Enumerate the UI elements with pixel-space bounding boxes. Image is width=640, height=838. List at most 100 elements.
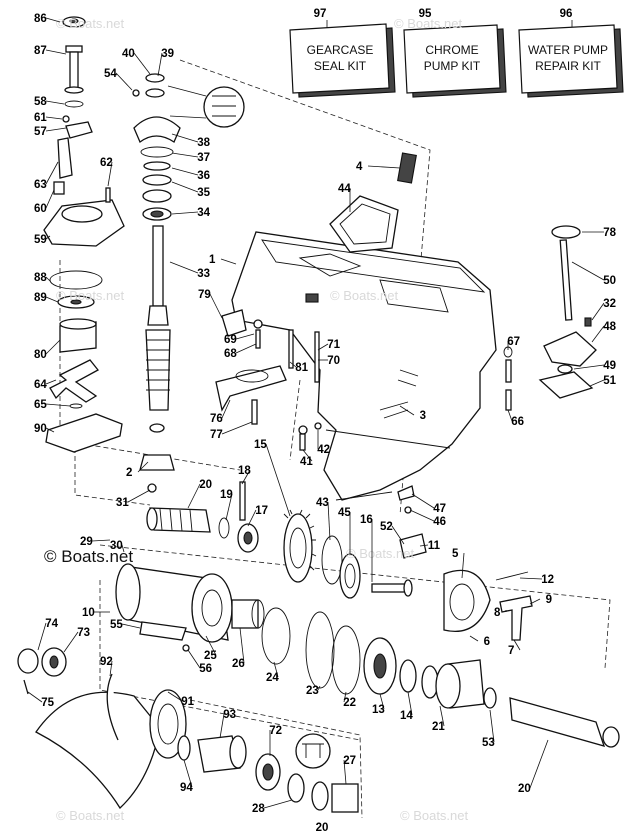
callout-40: 40 <box>122 48 135 60</box>
callout-25: 25 <box>204 650 217 662</box>
callout-leader-35 <box>171 181 199 193</box>
watermark-text: © Boats.net <box>56 288 125 303</box>
callout-26: 26 <box>232 658 245 670</box>
watermark-text: © Boats.net <box>330 288 399 303</box>
callout-8: 8 <box>494 607 501 619</box>
watermark-text: © Boats.net <box>346 546 415 561</box>
callout-1: 1 <box>209 254 216 266</box>
callout-10: 10 <box>82 607 95 619</box>
kit-number: 97 <box>314 8 327 20</box>
callout-5: 5 <box>452 548 459 560</box>
callout-leader-54 <box>115 72 133 91</box>
callout-leader-38 <box>171 133 199 143</box>
callout-leader-47 <box>411 493 435 509</box>
callout-leader-41 <box>302 449 313 462</box>
callout-leader-30 <box>121 544 125 553</box>
callout-leader-32 <box>591 302 605 321</box>
callout-leader-1 <box>220 258 237 265</box>
kit-number: 95 <box>419 8 432 20</box>
propeller-assembly <box>17 647 359 813</box>
callout-62: 62 <box>100 157 113 169</box>
callout-89: 89 <box>34 292 47 304</box>
callout-48: 48 <box>603 321 616 333</box>
callout-leader-48 <box>591 325 605 343</box>
callout-58: 58 <box>34 96 47 108</box>
callout-leader-3 <box>399 405 415 416</box>
callout-leader-94 <box>183 759 193 788</box>
callout-53: 53 <box>482 737 495 749</box>
callout-7: 7 <box>508 645 514 657</box>
callout-14: 14 <box>400 710 413 722</box>
callout-18: 18 <box>238 465 251 477</box>
callout-79: 79 <box>198 289 211 301</box>
callout-leader-73 <box>63 631 79 653</box>
callout-32: 32 <box>603 298 616 310</box>
callout-leader-4 <box>367 165 401 169</box>
callout-leader-17 <box>247 509 257 527</box>
callout-leader-87 <box>45 49 67 55</box>
callout-leader-90 <box>45 427 55 433</box>
kit-line2: REPAIR KIT <box>535 59 601 73</box>
callout-72: 72 <box>269 725 282 737</box>
callout-leader-68 <box>235 343 257 354</box>
callout-leader-11 <box>419 544 429 547</box>
callout-leader-31 <box>127 489 151 503</box>
callout-leader-74 <box>37 622 47 651</box>
callout-90: 90 <box>34 423 47 435</box>
callout-49: 49 <box>603 360 616 372</box>
callout-leader-34 <box>171 211 199 215</box>
callout-29: 29 <box>80 536 93 548</box>
callout-33: 33 <box>197 268 210 280</box>
callout-27: 27 <box>343 755 356 767</box>
callout-leader-60 <box>45 189 55 209</box>
callout-60: 60 <box>34 203 47 215</box>
callout-leader-61 <box>45 116 63 120</box>
callout-leader-49 <box>573 364 605 370</box>
callout-91: 91 <box>181 696 194 708</box>
callout-54: 54 <box>104 68 117 80</box>
callout-93: 93 <box>223 709 236 721</box>
callout-leader-86 <box>45 17 61 23</box>
callout-16: 16 <box>360 514 373 526</box>
callout-leader-29 <box>91 539 111 542</box>
callout-leader-13 <box>379 693 385 710</box>
callout-leader-79 <box>209 293 223 319</box>
callout-74: 74 <box>45 618 58 630</box>
driveshaft-stack <box>132 73 181 493</box>
callout-leader-26 <box>239 627 245 664</box>
callout-64: 64 <box>34 379 47 391</box>
callout-59: 59 <box>34 234 47 246</box>
callout-leader-50 <box>571 261 605 281</box>
callout-leader-18 <box>241 469 251 485</box>
callout-leader-25 <box>205 635 217 656</box>
watermark-text: © Boats.net <box>56 808 125 823</box>
kit-number: 96 <box>560 8 573 20</box>
callout-leader-27 <box>343 759 347 785</box>
gearcase-housing <box>231 231 497 501</box>
callout-leader-53 <box>489 709 495 743</box>
callout-37: 37 <box>197 152 210 164</box>
callout-leader-88 <box>45 276 51 282</box>
callout-leader-51 <box>589 379 605 387</box>
callout-73: 73 <box>77 627 90 639</box>
callout-24: 24 <box>266 672 279 684</box>
callout-63: 63 <box>34 179 47 191</box>
callout-78: 78 <box>603 227 616 239</box>
callout-leader-46 <box>409 509 435 522</box>
callout-leader-63 <box>45 161 59 185</box>
callout-9: 9 <box>546 594 552 606</box>
watermarks: © Boats.net © Boats.net © Boats.net © Bo… <box>44 16 469 823</box>
callout-leader-69 <box>235 333 255 340</box>
callout-71: 71 <box>327 339 340 351</box>
callout-4: 4 <box>356 161 363 173</box>
callout-46: 46 <box>433 516 446 528</box>
callout-leader-66 <box>507 409 513 422</box>
callout-55: 55 <box>110 619 123 631</box>
callout-leader-22 <box>343 691 347 703</box>
callout-50: 50 <box>603 275 616 287</box>
callout-22: 22 <box>343 697 356 709</box>
callout-61: 61 <box>34 112 47 124</box>
callout-66: 66 <box>511 416 524 428</box>
callout-leader-43 <box>327 501 331 541</box>
